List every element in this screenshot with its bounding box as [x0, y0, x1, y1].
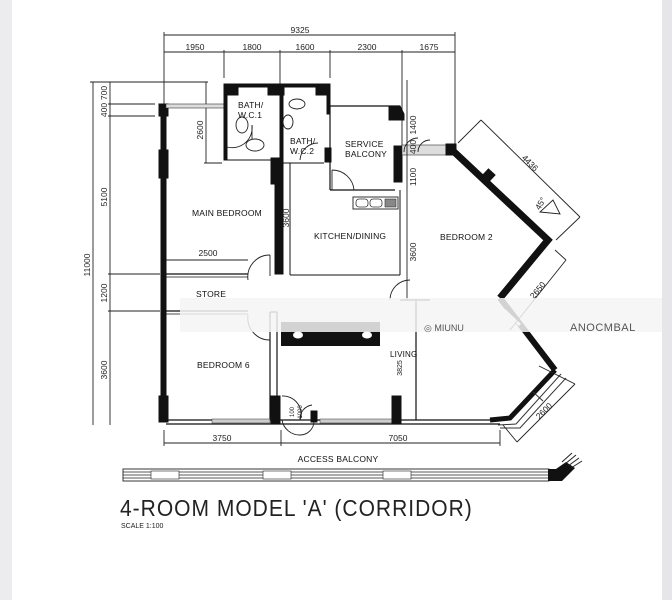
room-label-bath-wc2-l2: W.C.2: [290, 146, 314, 156]
counter-hole-left: [293, 331, 303, 339]
dim-bottom-1: 3750: [213, 433, 232, 443]
counter-hole-right: [362, 331, 372, 339]
bottom-dimensions: [163, 430, 501, 446]
top-dimensions: [163, 32, 456, 150]
diagonal-dimensions: [457, 119, 581, 443]
scale-label: SCALE 1:100: [121, 523, 164, 530]
dim-bath-height: 2600: [195, 120, 205, 139]
room-label-service-balcony-l1: SERVICE: [345, 139, 384, 149]
sanitary-fixtures: [235, 98, 306, 152]
dim-kitchen-height: 3600: [281, 208, 291, 227]
left-edge-strip: [0, 0, 12, 600]
room-label-bath-wc1-l2: W.C.1: [238, 110, 262, 120]
dim-right-4: 3600: [408, 242, 418, 261]
dim-right-3: 1100: [408, 168, 418, 187]
dim-left-4: 1200: [99, 283, 109, 302]
dim-left-1: 700: [99, 86, 109, 100]
dim-left-3: 5100: [99, 187, 109, 206]
room-label-store: STORE: [196, 289, 226, 299]
room-label-bedroom-2: BEDROOM 2: [440, 232, 493, 242]
dim-top-3: 1600: [296, 42, 315, 52]
dim-top-5: 1675: [420, 42, 439, 52]
dim-store-width: 2500: [199, 248, 218, 258]
room-label-bath-wc2-l1: BATH/: [290, 136, 316, 146]
room-label-bedroom-6: BEDROOM 6: [197, 360, 250, 370]
dim-diag-top: 4436: [520, 153, 541, 174]
watermark-band: [180, 298, 662, 332]
room-label-service-balcony-l2: BALCONY: [345, 149, 387, 159]
plan-title: 4-ROOM MODEL 'A' (CORRIDOR): [120, 496, 473, 522]
right-edge-strip: [662, 0, 672, 600]
dim-right-1: 1400: [408, 115, 418, 134]
dim-left-total: 11000: [82, 253, 92, 276]
room-label-living: LIVING: [390, 350, 417, 359]
left-dimensions: [90, 81, 222, 425]
watermark-left: ◎ MIUNU: [424, 323, 464, 333]
dim-top-1: 1950: [186, 42, 205, 52]
room-label-access-balcony: ACCESS BALCONY: [298, 454, 379, 464]
dim-diag-bottom: 2600: [534, 400, 555, 421]
dim-left-5: 3600: [99, 360, 109, 379]
walls: [158, 83, 500, 425]
dim-top-4: 2300: [358, 42, 377, 52]
access-balcony-corridor: [122, 452, 583, 482]
diagonal-walls: [447, 145, 567, 429]
dim-diag-mid: 2650: [528, 279, 548, 300]
dim-top-total: 9325: [291, 25, 310, 35]
dim-door-small-1: 100: [290, 406, 296, 417]
dim-angle: 45°: [533, 195, 548, 211]
room-label-bath-wc1-l1: BATH/: [238, 100, 264, 110]
dim-door-small-2: 1000: [298, 405, 304, 419]
dim-left-2: 400: [99, 103, 109, 117]
watermark-right: ANOCMBAL: [570, 322, 636, 334]
room-label-main-bedroom: MAIN BEDROOM: [192, 208, 262, 218]
dim-right-2: 400: [408, 140, 418, 154]
dim-bottom-2: 7050: [389, 433, 408, 443]
doors: [226, 124, 431, 436]
room-label-kitchen-dining: KITCHEN/DINING: [314, 231, 386, 241]
dim-top-2: 1800: [243, 42, 262, 52]
dim-living-small: 3825: [397, 360, 404, 376]
